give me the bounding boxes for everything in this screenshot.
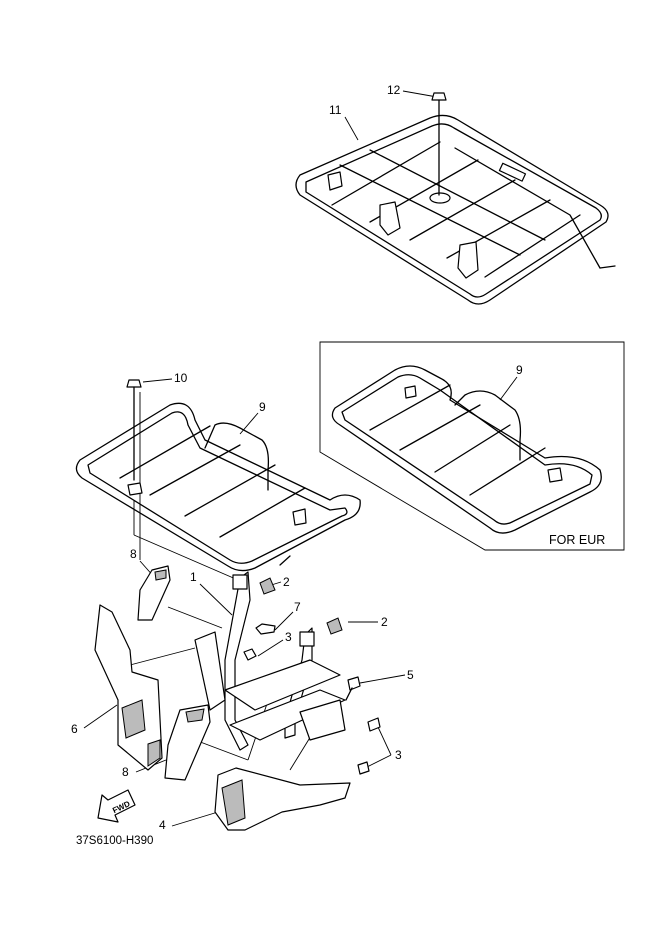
callout-8b: 8 (122, 765, 129, 779)
rear-carrier-rack (295, 114, 616, 305)
callout-6: 6 (71, 722, 78, 736)
callout-7: 7 (294, 600, 301, 614)
variant-label: FOR EUR (549, 533, 606, 547)
eur-variant-box (319, 341, 625, 551)
callout-3b: 3 (395, 748, 402, 762)
front-carrier-rack (75, 402, 361, 572)
callout-3: 3 (285, 630, 292, 644)
callout-12: 12 (387, 83, 401, 97)
callout-2: 2 (283, 575, 290, 589)
callout-1: 1 (190, 570, 197, 584)
callout-2b: 2 (381, 615, 388, 629)
callout-10: 10 (174, 371, 188, 385)
cover-8-lower (164, 704, 211, 781)
callout-8: 8 (130, 547, 137, 561)
callout-4: 4 (159, 818, 166, 832)
bracket-assembly (194, 571, 346, 751)
bolt-12 (431, 92, 447, 196)
cover-8-upper (137, 565, 171, 621)
guard-4 (214, 767, 351, 831)
cap-2 (259, 577, 343, 635)
callout-11: 11 (329, 103, 342, 117)
diagram-code: 37S6100-H390 (76, 835, 154, 847)
fwd-arrow-icon: FWD (97, 789, 136, 823)
callout-9-eur: 9 (516, 363, 523, 377)
bolt-10 (126, 379, 142, 481)
callout-9: 9 (259, 400, 266, 414)
guard-6 (94, 604, 163, 771)
bolts (243, 623, 381, 775)
callout-5: 5 (407, 668, 414, 682)
